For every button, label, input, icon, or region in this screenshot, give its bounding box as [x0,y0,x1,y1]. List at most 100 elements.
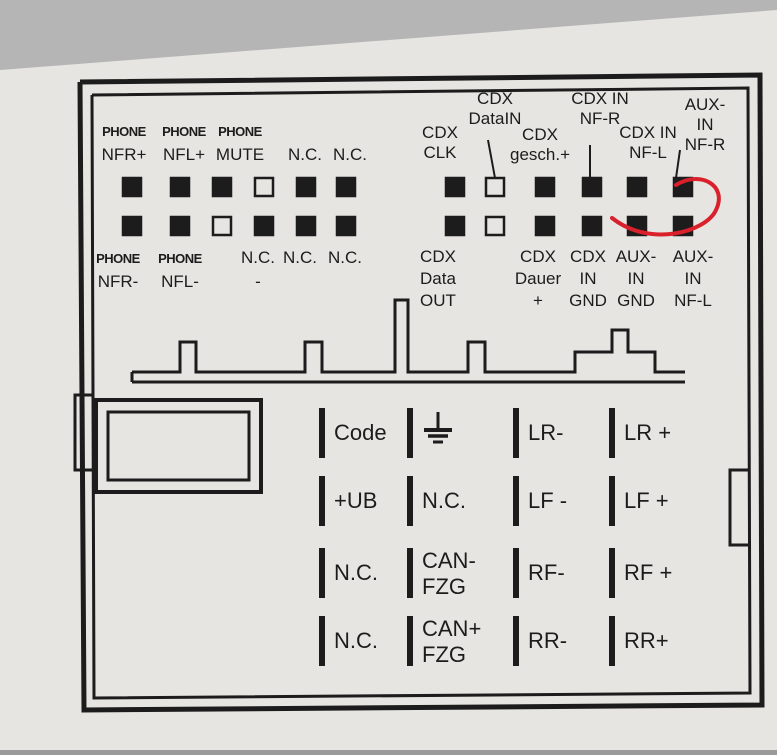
pin-cdx-top [444,176,466,198]
cdx-label-bottom: CDX [570,247,606,266]
inner-frame [90,86,752,700]
pin-label-bottom: N.C. [328,248,362,267]
cdx-label-bottom: Dauer [515,269,562,288]
leader-line [487,139,496,179]
pin-upper-left-top [253,176,275,198]
pin-bar [407,548,413,598]
pin-label-bottom: NFR- [98,272,139,291]
pin-label: LR + [624,420,671,445]
cdx-label-top: IN [697,115,714,134]
pin-cdx-top [534,176,556,198]
pin-label: LF - [528,488,567,513]
pin-upper-left-top [169,176,191,198]
pin-label: Code [334,420,387,445]
pin-upper-left-bottom [335,215,357,237]
cdx-label-bottom: GND [569,291,607,310]
left-notch [73,393,92,472]
pin-bar [319,548,325,598]
cdx-label-top: CDX IN [571,89,629,108]
pin-bar [319,476,325,526]
cdx-label-top: NF-R [685,135,726,154]
pin-bar [319,408,325,458]
ground-icon [424,412,452,444]
cdx-label-top: CDX [422,123,458,142]
cdx-label-bottom: AUX- [616,247,657,266]
pin-bar [407,476,413,526]
pin-bar [513,408,519,458]
pin-label-bottom: N.C. [241,248,275,267]
pin-bar [513,616,519,666]
pin-cdx-bottom [444,215,466,237]
pin-label: +UB [334,488,377,513]
pin-label: FZG [422,642,466,667]
pin-bar [407,408,413,458]
lower-connector-key [94,398,263,494]
leader-line [675,149,681,179]
cdx-label-bottom: GND [617,291,655,310]
pin-cdx-top [484,176,506,198]
pin-label-top: N.C. [288,145,322,164]
pin-bar [609,476,615,526]
right-notch [728,468,748,547]
pin-label-bottom: PHONE [158,251,203,266]
pin-label: RF + [624,560,672,585]
pin-label-top: MUTE [216,145,264,164]
lower-connector-key-inner [106,410,251,482]
cdx-label-top: gesch.+ [510,145,570,164]
cdx-label-top: CDX [522,125,558,144]
cdx-label-bottom: OUT [420,291,456,310]
pin-label-top: NFL+ [163,145,205,164]
pin-bar [407,616,413,666]
upper-connector-base [130,298,685,384]
red-marker-annotation [610,177,721,237]
pin-upper-left-bottom [253,215,275,237]
top-shadow [0,0,777,70]
pin-label-bottom: - [255,272,261,291]
pin-upper-left-bottom [169,215,191,237]
pin-bar [609,616,615,666]
pin-label: N.C. [334,560,378,585]
cdx-label-bottom: IN [628,269,645,288]
phone-label: PHONE [218,124,263,139]
pin-upper-left-top [295,176,317,198]
pin-upper-left-bottom [121,215,143,237]
cdx-label-top: NF-R [580,109,621,128]
pin-bar [513,476,519,526]
phone-label: PHONE [162,124,207,139]
pin-label-bottom: N.C. [283,248,317,267]
pin-label: FZG [422,574,466,599]
cdx-label-bottom: CDX [520,247,556,266]
pin-label: CAN+ [422,616,481,641]
pin-label-bottom: NFL- [161,272,199,291]
pin-label: LF + [624,488,669,513]
pin-label: RF- [528,560,565,585]
cdx-label-bottom: IN [685,269,702,288]
cdx-label-bottom: CDX [420,247,456,266]
pin-cdx-bottom [534,215,556,237]
pin-upper-left-bottom [295,215,317,237]
cdx-label-bottom: + [533,291,543,310]
pin-cdx-top [581,176,603,198]
outer-frame [77,72,765,713]
pin-upper-left-top [211,176,233,198]
cdx-label-bottom: IN [580,269,597,288]
cdx-label-top: NF-L [629,143,667,162]
pin-label: N.C. [334,628,378,653]
cdx-label-top: CDX IN [619,123,677,142]
cdx-label-bottom: Data [420,269,456,288]
pin-upper-left-bottom [211,215,233,237]
pin-label: RR+ [624,628,669,653]
pin-cdx-bottom [581,215,603,237]
pin-label-bottom: PHONE [96,251,141,266]
pin-bar [609,548,615,598]
cdx-label-bottom: AUX- [673,247,714,266]
cdx-label-top: CDX [477,89,513,108]
pin-bar [319,616,325,666]
pin-bar [609,408,615,458]
pin-upper-left-top [335,176,357,198]
pin-upper-left-top [121,176,143,198]
pin-label-top: NFR+ [102,145,147,164]
pin-label: LR- [528,420,563,445]
